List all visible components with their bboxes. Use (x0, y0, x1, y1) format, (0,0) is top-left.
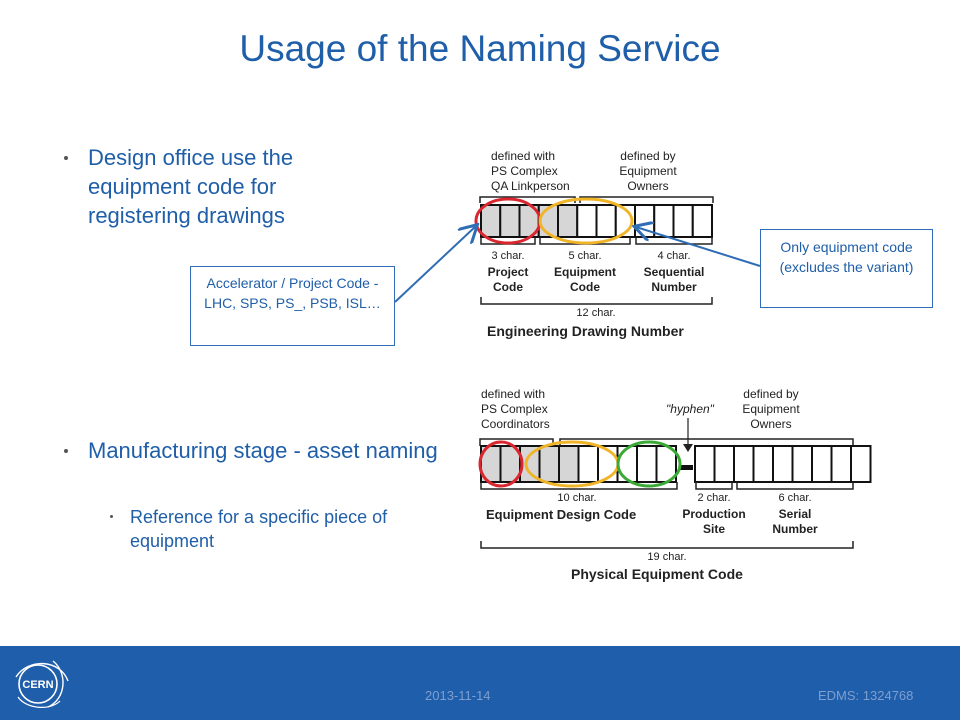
hyphen-mark (680, 465, 693, 470)
drawing-defined-ps-3: QA Linkperson (491, 179, 570, 193)
physical-defined-ps-3: Coordinators (481, 417, 550, 431)
drawing-defined-ps-1: defined with (491, 149, 555, 163)
drawing-char3: 3 char. (491, 250, 524, 262)
drawing-char4: 4 char. (657, 250, 690, 262)
physical-prod-1: Production (682, 507, 745, 521)
drawing-char-box (499, 204, 521, 238)
physical-char6: 6 char. (778, 492, 811, 504)
drawing-char-box (576, 204, 598, 238)
drawing-defined-owner-2: Equipment (619, 164, 677, 178)
physical-prod-2: Site (703, 522, 725, 536)
drawing-boxes (480, 204, 713, 238)
drawing-project-1: Project (488, 265, 529, 279)
slide-title: Usage of the Naming Service (239, 28, 721, 69)
physical-defined-ps-1: defined with (481, 387, 545, 401)
drawing-char-box (672, 204, 694, 238)
physical-char-box (811, 445, 833, 483)
svg-text:CERN: CERN (22, 679, 53, 691)
physical-name: Physical Equipment Code (571, 566, 743, 582)
physical-char-box (538, 445, 560, 483)
physical-code-diagram: defined with PS Complex Coordinators "hy… (478, 387, 872, 582)
drawing-char-box (595, 204, 617, 238)
drawing-defined-ps-2: PS Complex (491, 164, 558, 178)
cern-logo-icon: CERN (15, 660, 69, 708)
accelerator-arrow (394, 226, 476, 303)
drawing-char-box (480, 204, 502, 238)
drawing-defined-owner-1: defined by (620, 149, 675, 163)
drawing-project-2: Code (493, 280, 523, 294)
drawing-char-box (557, 204, 579, 238)
physical-char-box (791, 445, 813, 483)
drawing-equip-2: Code (570, 280, 600, 294)
physical-char-box (558, 445, 580, 483)
physical-char-box (752, 445, 774, 483)
physical-char10: 10 char. (557, 492, 596, 504)
bullet-dot (64, 156, 68, 160)
drawing-char-box (691, 204, 713, 238)
accelerator-callout: Accelerator / Project Code - LHC, SPS, P… (190, 266, 395, 346)
sub-bullet-reference: Reference for a specific piece of equipm… (130, 507, 388, 551)
drawing-char5: 5 char. (568, 250, 601, 262)
footer-date: 2013-11-14 (425, 688, 491, 703)
physical-defined-ps-2: PS Complex (481, 402, 548, 416)
drawing-name: Engineering Drawing Number (487, 323, 684, 339)
bullet-design-office: Design office use the equipment code for… (88, 145, 294, 228)
physical-char-box (616, 445, 638, 483)
physical-char-box (577, 445, 599, 483)
drawing-seq-2: Number (651, 280, 697, 294)
only-equipment-callout: Only equipment code (excludes the varian… (760, 229, 933, 308)
bullet-manufacturing: Manufacturing stage - asset naming (88, 438, 438, 463)
physical-char2: 2 char. (697, 492, 730, 504)
drawing-seq-1: Sequential (644, 265, 705, 279)
physical-char-box (830, 445, 852, 483)
physical-design-code: Equipment Design Code (486, 507, 636, 522)
drawing-char12: 12 char. (576, 307, 615, 319)
physical-defined-owner-3: Owners (750, 417, 791, 431)
bullet-dot (64, 449, 68, 453)
drawing-number-diagram: defined with PS Complex QA Linkperson de… (474, 149, 714, 339)
footer-edms: EDMS: 1324768 (818, 688, 914, 703)
footer-bar: CERN (0, 646, 960, 720)
physical-char-box (636, 445, 658, 483)
physical-char-box (694, 445, 716, 483)
physical-hyphen: "hyphen" (666, 402, 715, 416)
physical-char-box (713, 445, 735, 483)
physical-red-ellipse (478, 440, 524, 488)
physical-char-box (850, 445, 872, 483)
equipment-arrow (636, 227, 761, 267)
physical-char19: 19 char. (647, 551, 686, 563)
drawing-equip-1: Equipment (554, 265, 616, 279)
physical-char-box (733, 445, 755, 483)
physical-serial-1: Serial (779, 507, 812, 521)
physical-char-box (772, 445, 794, 483)
physical-defined-owner-1: defined by (743, 387, 798, 401)
physical-green-ellipse (616, 440, 682, 488)
physical-serial-2: Number (772, 522, 818, 536)
drawing-char-box (653, 204, 675, 238)
physical-defined-owner-2: Equipment (742, 402, 800, 416)
sub-bullet-dot (110, 515, 113, 518)
drawing-defined-owner-3: Owners (627, 179, 668, 193)
